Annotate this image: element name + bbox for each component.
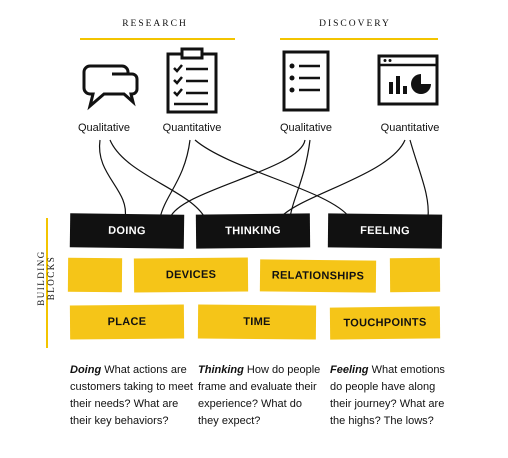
qualitative-label-2: Qualitative: [280, 122, 332, 134]
thinking-description: Thinking How do people frame and evaluat…: [198, 362, 322, 430]
relationships-block: RELATIONSHIPS: [259, 259, 377, 293]
qualitative-label-1: Qualitative: [78, 122, 130, 134]
doing-text: What actions are customers taking to mee…: [70, 364, 193, 427]
thinking-block: THINKING: [195, 213, 311, 249]
place-block: PLACE: [69, 304, 185, 340]
doing-description: Doing What actions are customers taking …: [70, 362, 200, 430]
document-list-icon: [280, 48, 332, 119]
yellow-spacer-left: [67, 257, 123, 293]
quantitative-label-1: Quantitative: [162, 122, 222, 134]
quantitative-label-2: Quantitative: [380, 122, 440, 134]
thinking-term: Thinking: [198, 364, 244, 376]
discovery-header: DISCOVERY: [319, 19, 391, 29]
time-block: TIME: [197, 304, 317, 340]
discovery-underline: [280, 38, 438, 40]
research-header: RESEARCH: [122, 19, 188, 29]
touchpoints-block: TOUCHPOINTS: [329, 306, 441, 340]
thinking-text: How do people frame and evaluate their e…: [198, 364, 321, 427]
feeling-text: What emotions do people have along their…: [330, 364, 445, 427]
yellow-spacer-right: [389, 257, 441, 293]
devices-block: DEVICES: [133, 257, 249, 293]
feeling-description: Feeling What emotions do people have alo…: [330, 362, 454, 430]
feeling-block: FEELING: [327, 213, 443, 249]
clipboard-checklist-icon: [164, 46, 220, 119]
feeling-term: Feeling: [330, 364, 369, 376]
building-blocks-label: BUILDING BLOCKS: [36, 250, 56, 306]
speech-bubbles-icon: [72, 60, 144, 119]
doing-term: Doing: [70, 364, 102, 376]
doing-block: DOING: [69, 213, 185, 249]
analytics-screen-icon: [375, 52, 441, 113]
building-blocks-line: [46, 218, 48, 348]
research-underline: [80, 38, 235, 40]
